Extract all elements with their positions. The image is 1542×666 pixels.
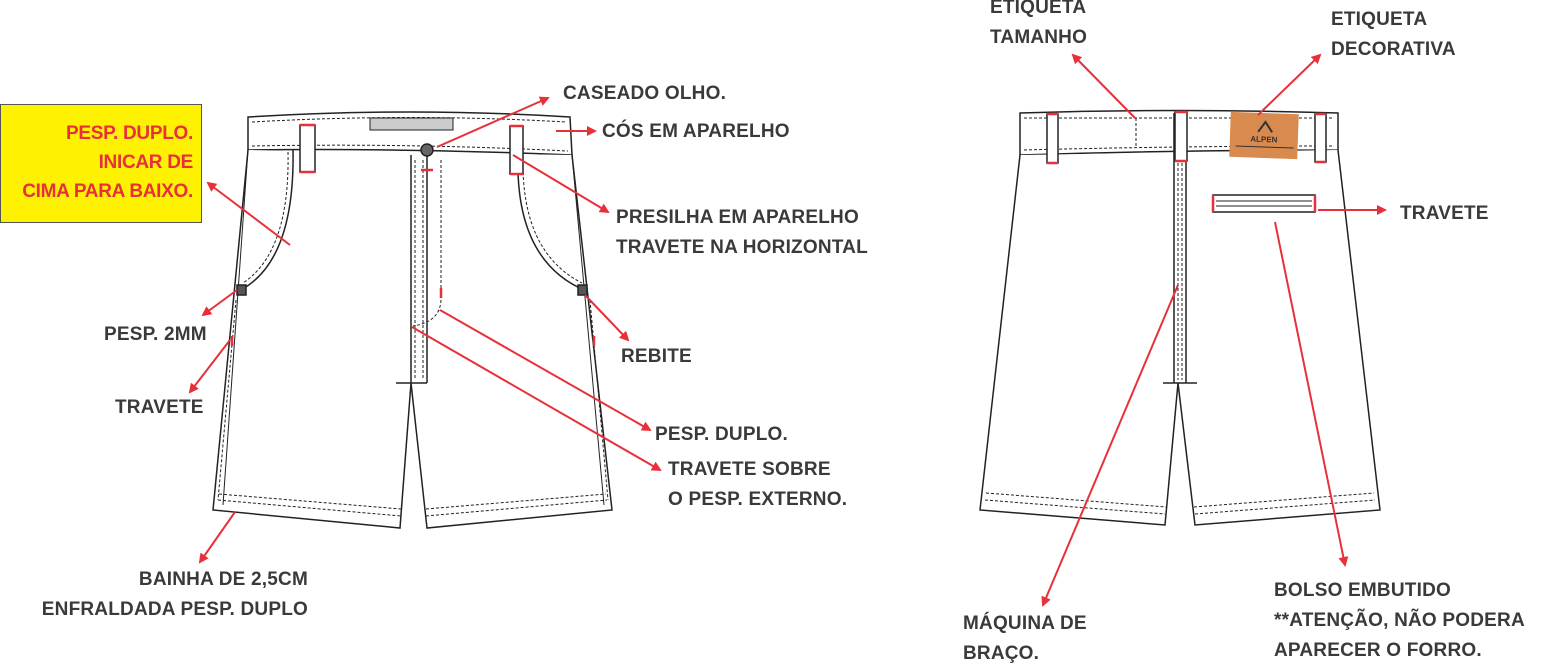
back-loop-center (1174, 111, 1188, 162)
label-line: BAINHA DE 2,5CM (138, 569, 308, 590)
label-line: ETIQUETA (990, 0, 1087, 18)
svg-text:ALPEN: ALPEN (1250, 135, 1278, 145)
label-back-travete: TRAVETE (1400, 203, 1489, 224)
label-line: DECORATIVA (1331, 39, 1456, 60)
back-pocket-welt (1212, 194, 1316, 213)
arrow-rebite (584, 294, 630, 342)
label-line: APARECER O FORRO. (1274, 640, 1482, 661)
label-travete: TRAVETE (115, 397, 204, 418)
back-loop-right (1314, 113, 1327, 163)
front-body (212, 149, 613, 529)
back-bartacks (1047, 110, 1326, 212)
arrow-maquina (1041, 284, 1179, 607)
back-loop-left (1046, 113, 1059, 164)
arrow-bolso (1274, 221, 1349, 567)
label-caseado: CASEADO OLHO. (563, 83, 727, 104)
label-line: O PESP. EXTERNO. (668, 489, 848, 510)
label-line: BOLSO EMBUTIDO (1274, 580, 1451, 601)
label-pesp-duplo: PESP. DUPLO. (655, 424, 788, 445)
label-line: BRAÇO. (963, 643, 1040, 664)
back-body (979, 149, 1381, 526)
label-travete-sobre: TRAVETE SOBRE O PESP. EXTERNO. (668, 455, 847, 515)
label-bainha: BAINHA DE 2,5CM ENFRALDADA PESP. DUPLO (42, 565, 308, 625)
label-etiqueta-decorativa: ETIQUETA DECORATIVA (1331, 5, 1456, 65)
label-line: ETIQUETA (1331, 9, 1428, 30)
arrow-caseado (436, 96, 550, 148)
arrow-etiqueta-decorativa (1257, 53, 1322, 116)
label-line: **ATENÇÃO, NÃO PODERA (1274, 610, 1525, 631)
front-shorts (212, 111, 613, 529)
arrow-etiqueta-tamanho (1071, 53, 1136, 119)
note-line: INICAR DE (98, 152, 194, 173)
belt-loop-left (299, 124, 316, 173)
label-bolso: BOLSO EMBUTIDO **ATENÇÃO, NÃO PODERA APA… (1274, 576, 1525, 666)
label-line: TRAVETE SOBRE (668, 459, 831, 480)
label-pesp-2mm: PESP. 2MM (104, 324, 207, 345)
label-line: MÁQUINA DE (963, 613, 1087, 634)
label-cos: CÓS EM APARELHO (602, 121, 790, 142)
label-line: PRESILHA EM APARELHO (616, 207, 859, 228)
inner-label (369, 117, 454, 131)
label-rebite: REBITE (621, 346, 692, 367)
arrow-travete-sobre (411, 326, 662, 471)
arrow-pesp-2mm (201, 289, 238, 317)
decorative-tag: ALPEN (1229, 111, 1299, 160)
rivet-right (577, 284, 588, 296)
instruction-note: PESP. DUPLO. INICAR DE CIMA PARA BAIXO. (0, 104, 202, 223)
label-line: TAMANHO (990, 27, 1088, 48)
arrow-bainha (198, 511, 236, 564)
arrow-travete (188, 339, 231, 394)
back-shorts: ALPEN (979, 109, 1381, 526)
front-bartacks (230, 123, 596, 346)
label-maquina: MÁQUINA DE BRAÇO. (963, 609, 1087, 666)
arrow-presilha (512, 154, 610, 214)
note-line: PESP. DUPLO. (66, 123, 193, 144)
label-etiqueta-tamanho: ETIQUETA TAMANHO (990, 0, 1087, 53)
rivet-left (236, 284, 247, 296)
button (420, 143, 434, 157)
callout-arrows (188, 53, 1387, 607)
label-line: TRAVETE NA HORIZONTAL (616, 237, 868, 258)
belt-loop-right (509, 125, 524, 175)
arrow-pesp-duplo (439, 309, 652, 431)
label-line: ENFRALDADA PESP. DUPLO (41, 599, 308, 620)
arrow-note (206, 181, 291, 246)
label-presilha: PRESILHA EM APARELHO TRAVETE NA HORIZONT… (616, 203, 868, 263)
note-line: CIMA PARA BAIXO. (22, 181, 193, 202)
